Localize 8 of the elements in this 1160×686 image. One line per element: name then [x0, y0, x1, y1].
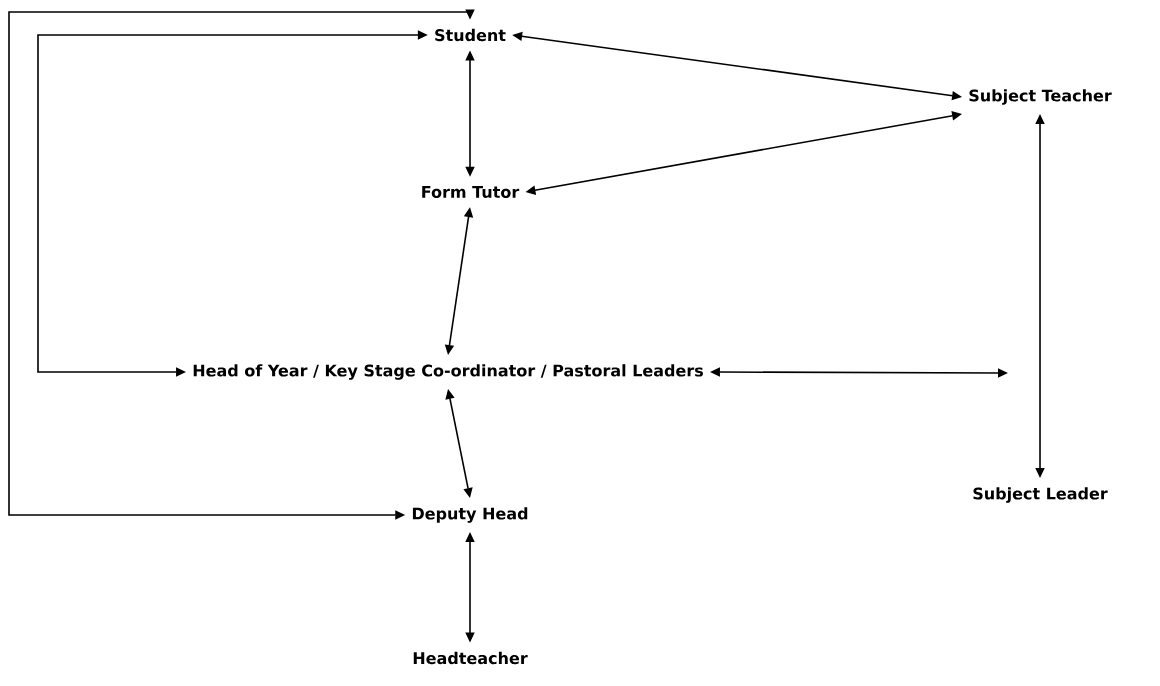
role-label: Headteacher: [413, 651, 528, 665]
role-label: Student: [435, 28, 506, 42]
role-label: Subject Teacher: [969, 89, 1112, 105]
role-label: Form Tutor: [422, 186, 520, 198]
role-label: Subject Leader: [973, 487, 1108, 503]
role-label: Deputy Head: [412, 507, 528, 523]
arrow: [8, 9, 475, 520]
role-label: Head of Year / Key Stage Co-ordinator / Pastoral Leaders: [193, 364, 703, 380]
